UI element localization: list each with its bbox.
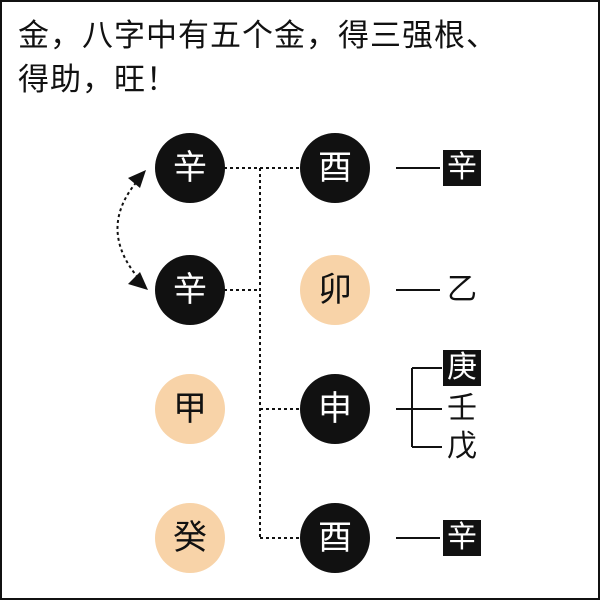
branch-node-1: 酉: [300, 133, 370, 203]
title-line-2: 得助，旺！: [18, 62, 178, 98]
stem-node-1: 辛: [155, 133, 225, 203]
hidden-stem-2-1: 乙: [447, 272, 477, 307]
hidden-stem-3-3: 戊: [447, 429, 477, 464]
hidden-stem-4-1: 辛: [443, 520, 481, 556]
stem-node-2: 辛: [155, 255, 225, 325]
stem-char-1: 辛: [173, 148, 207, 188]
branch-char-4: 酉: [318, 518, 352, 558]
branch-char-2: 卯: [318, 270, 352, 310]
hidden-stem-3-1: 庚: [443, 350, 481, 386]
stem-node-4: 癸: [155, 503, 225, 573]
arrow-head-bottom: [128, 272, 148, 290]
branch-char-3: 申: [318, 389, 352, 429]
diagram-title: 金，八字中有五个金，得三强根、 得助，旺！: [18, 14, 588, 102]
stem-char-2: 辛: [173, 270, 207, 310]
stem-node-3: 甲: [155, 374, 225, 444]
stem-char-4: 癸: [173, 518, 207, 558]
combine-arrow-curve: [116, 177, 141, 281]
title-line-1: 金，八字中有五个金，得三强根、: [18, 18, 498, 54]
hidden-stem-3-2: 壬: [447, 391, 477, 426]
branch-node-3: 申: [300, 374, 370, 444]
branch-node-2: 卯: [300, 255, 370, 325]
arrow-head-top: [128, 170, 146, 188]
hidden-stem-1-1: 辛: [443, 150, 481, 186]
branch-char-1: 酉: [318, 148, 352, 188]
branch-node-4: 酉: [300, 503, 370, 573]
stem-char-3: 甲: [173, 389, 207, 429]
